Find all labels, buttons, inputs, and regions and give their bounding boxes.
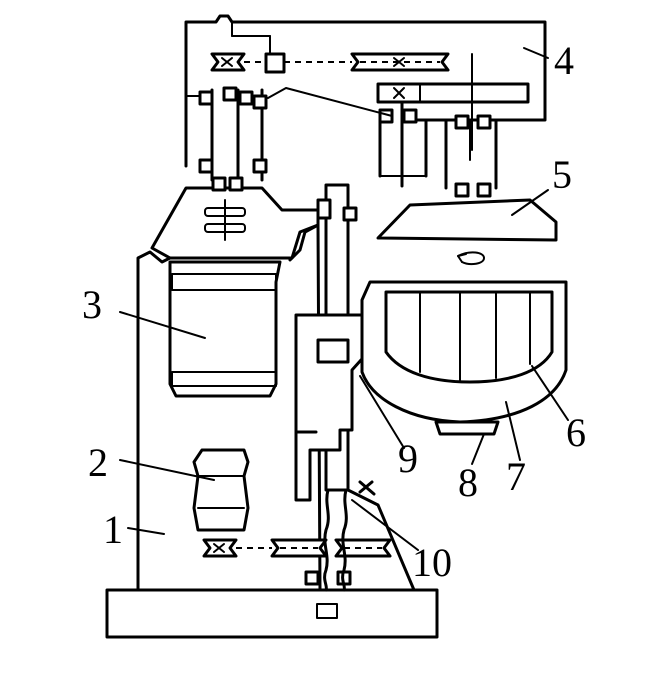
label-2: 2 xyxy=(88,440,108,485)
label-4: 4 xyxy=(554,38,574,83)
label-10: 10 xyxy=(412,540,452,585)
label-8: 8 xyxy=(458,460,478,505)
left-shafts xyxy=(198,86,268,192)
label-6: 6 xyxy=(566,410,586,455)
base-plate xyxy=(105,588,439,639)
leader-lines xyxy=(119,47,569,551)
motor xyxy=(168,260,282,398)
drum xyxy=(360,280,568,424)
label-3: 3 xyxy=(82,282,102,327)
top-belt-drive xyxy=(210,21,450,74)
label-9: 9 xyxy=(398,436,418,481)
gear-housing xyxy=(150,186,320,260)
lid xyxy=(376,198,558,266)
label-5: 5 xyxy=(552,152,572,197)
label-1: 1 xyxy=(103,507,123,552)
label-7: 7 xyxy=(506,454,526,499)
foot xyxy=(434,420,500,436)
small-motor xyxy=(192,448,250,532)
bottom-belt-drive xyxy=(202,538,392,586)
right-shafts xyxy=(267,53,530,198)
